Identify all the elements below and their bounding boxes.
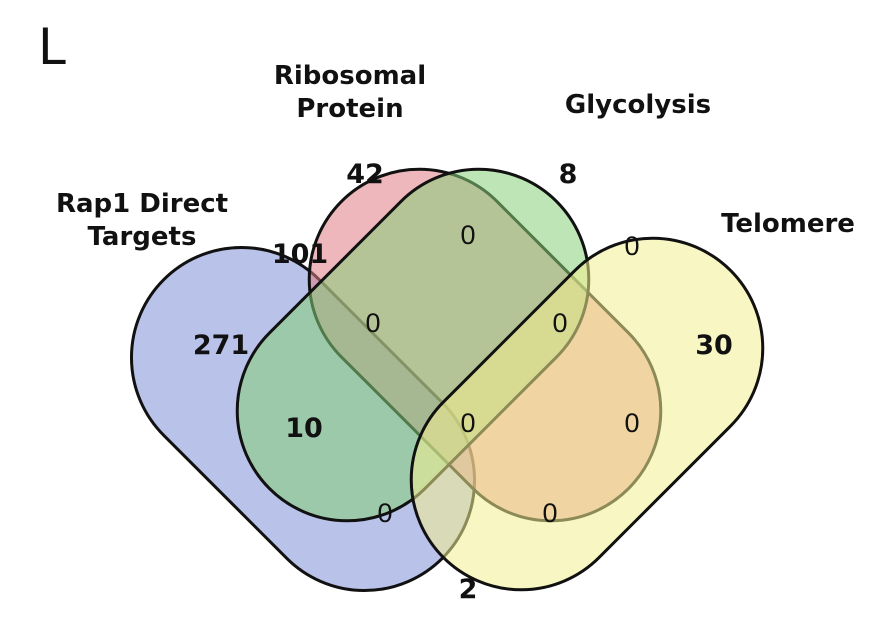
count-rap1-ribosomal: 101 bbox=[272, 239, 328, 270]
set-label-rap1-line2: Targets bbox=[88, 222, 197, 252]
set-shapes bbox=[129, 167, 765, 593]
set-label-ribosomal-line1: Ribosomal bbox=[274, 61, 426, 91]
count-all-four: 0 bbox=[460, 408, 475, 438]
count-ribosomal-glycolysis-telomere: 0 bbox=[552, 308, 567, 338]
count-glycolysis-only: 8 bbox=[559, 159, 578, 190]
count-rap1-glycolysis-telomere: 0 bbox=[377, 498, 392, 528]
count-ribosomal-only: 42 bbox=[346, 159, 384, 190]
count-ribosomal-glycolysis: 0 bbox=[460, 220, 475, 250]
panel-letter: L bbox=[38, 18, 66, 76]
count-telomere-only: 30 bbox=[695, 330, 733, 361]
set-label-glycolysis: Glycolysis bbox=[565, 90, 711, 120]
count-rap1-telomere: 2 bbox=[459, 574, 478, 605]
count-rap1-ribosomal-telomere: 0 bbox=[542, 498, 557, 528]
set-label-ribosomal-line2: Protein bbox=[296, 94, 403, 124]
count-rap1-ribosomal-glycolysis: 0 bbox=[365, 308, 380, 338]
set-shape-telomere bbox=[409, 236, 765, 592]
count-glycolysis-telomere: 0 bbox=[624, 231, 639, 261]
count-rap1-glycolysis: 10 bbox=[285, 413, 323, 444]
count-rap1-only: 271 bbox=[193, 330, 249, 361]
set-label-telomere: Telomere bbox=[721, 209, 855, 239]
count-ribosomal-telomere: 0 bbox=[624, 408, 639, 438]
set-label-rap1-line1: Rap1 Direct bbox=[56, 189, 228, 219]
